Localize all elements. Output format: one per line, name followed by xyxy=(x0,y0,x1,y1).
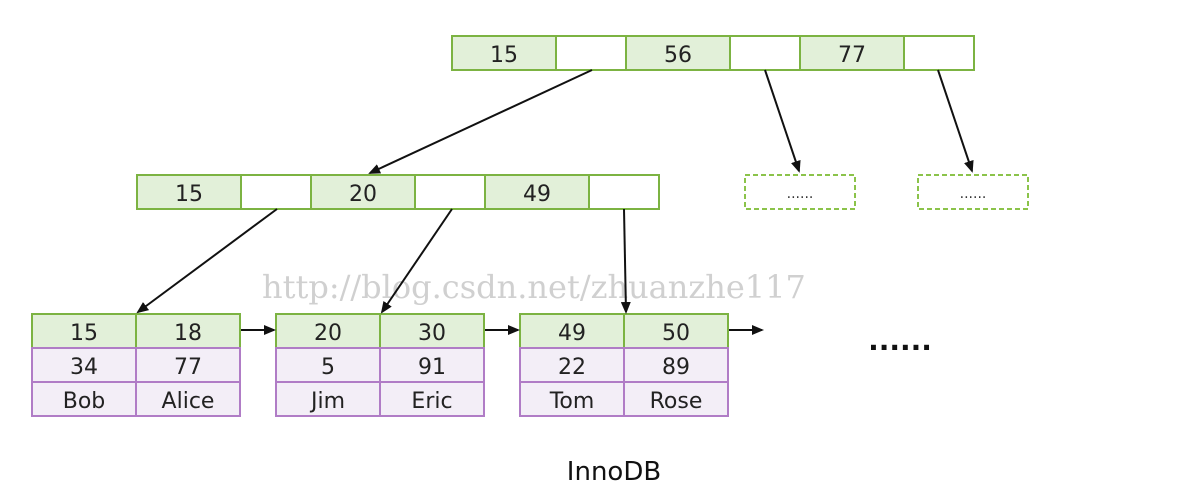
leaf-key-label: 20 xyxy=(314,321,342,346)
leaf-name-cell xyxy=(519,381,625,417)
leaf-value-cell xyxy=(135,347,241,383)
leaf-key-cell xyxy=(275,313,381,349)
leaf-value-label: 5 xyxy=(321,355,335,380)
leaf-key-cell xyxy=(31,313,137,349)
collapsed-node-box xyxy=(744,174,856,210)
leaf-key-cell xyxy=(623,313,729,349)
leaf-key-cell xyxy=(379,313,485,349)
internal-key-cell xyxy=(484,174,590,210)
collapsed-node-ellipsis: ...... xyxy=(960,186,987,202)
leaf-key-cell xyxy=(135,313,241,349)
root-key-cell xyxy=(625,35,731,71)
root-pointer-cell xyxy=(555,35,627,71)
root-pointer-cell xyxy=(903,35,975,71)
leaf-name-label: Alice xyxy=(162,389,215,414)
leaf-name-cell xyxy=(135,381,241,417)
root-key-label: 15 xyxy=(490,43,518,68)
leaf-name-cell xyxy=(623,381,729,417)
internal-key-cell xyxy=(310,174,416,210)
internal-to-leaf-arrow xyxy=(136,208,278,314)
collapsed-node-1: ...... xyxy=(744,174,856,210)
leaf-key-label: 18 xyxy=(174,321,202,346)
leaf-name-label: Eric xyxy=(411,389,452,414)
diagram-caption: InnoDB xyxy=(567,457,661,487)
leaf-node-1: 15 18 34 77 Bob Alice xyxy=(31,313,241,417)
leaf-key-label: 30 xyxy=(418,321,446,346)
leaf-value-label: 77 xyxy=(174,355,202,380)
internal-node: 15 20 49 xyxy=(136,174,660,210)
root-pointer-cell xyxy=(729,35,801,71)
leaf-value-label: 34 xyxy=(70,355,98,380)
leaf-key-label: 50 xyxy=(662,321,690,346)
collapsed-node-ellipsis: ...... xyxy=(787,186,814,202)
leaf-node-3: 49 50 22 89 Tom Rose xyxy=(519,313,729,417)
root-key-cell xyxy=(799,35,905,71)
collapsed-node-2: ...... xyxy=(917,174,1029,210)
root-to-internal-arrow xyxy=(368,69,593,174)
leaf-key-label: 15 xyxy=(70,321,98,346)
internal-key-label: 49 xyxy=(523,182,551,207)
internal-pointer-cell xyxy=(240,174,312,210)
leaf-name-cell xyxy=(275,381,381,417)
root-key-label: 77 xyxy=(838,43,866,68)
leaf-name-label: Jim xyxy=(309,389,345,414)
internal-pointer-cell xyxy=(588,174,660,210)
more-leaves-ellipsis: ...... xyxy=(868,324,932,357)
root-node: 15 56 77 xyxy=(451,35,975,71)
leaf-value-label: 22 xyxy=(558,355,586,380)
leaf-name-cell xyxy=(31,381,137,417)
internal-key-label: 15 xyxy=(175,182,203,207)
leaf-value-label: 91 xyxy=(418,355,446,380)
internal-key-label: 20 xyxy=(349,182,377,207)
collapsed-node-box xyxy=(917,174,1029,210)
leaf-name-label: Tom xyxy=(549,389,595,414)
watermark-text: http://blog.csdn.net/zhuanzhe117 xyxy=(262,268,806,306)
root-key-label: 56 xyxy=(664,43,692,68)
internal-to-leaf-arrow xyxy=(380,208,453,314)
internal-to-leaf-arrow xyxy=(620,208,631,314)
leaf-name-cell xyxy=(379,381,485,417)
internal-pointer-cell xyxy=(414,174,486,210)
leaf-key-label: 49 xyxy=(558,321,586,346)
leaf-value-label: 89 xyxy=(662,355,690,380)
root-to-collapsed-arrow xyxy=(764,69,801,173)
leaf-name-label: Rose xyxy=(650,389,703,414)
root-to-collapsed-arrow xyxy=(937,69,974,173)
leaf-value-cell xyxy=(623,347,729,383)
root-key-cell xyxy=(451,35,557,71)
leaf-name-label: Bob xyxy=(63,389,106,414)
leaf-node-2: 20 30 5 91 Jim Eric xyxy=(275,313,485,417)
leaf-value-cell xyxy=(379,347,485,383)
